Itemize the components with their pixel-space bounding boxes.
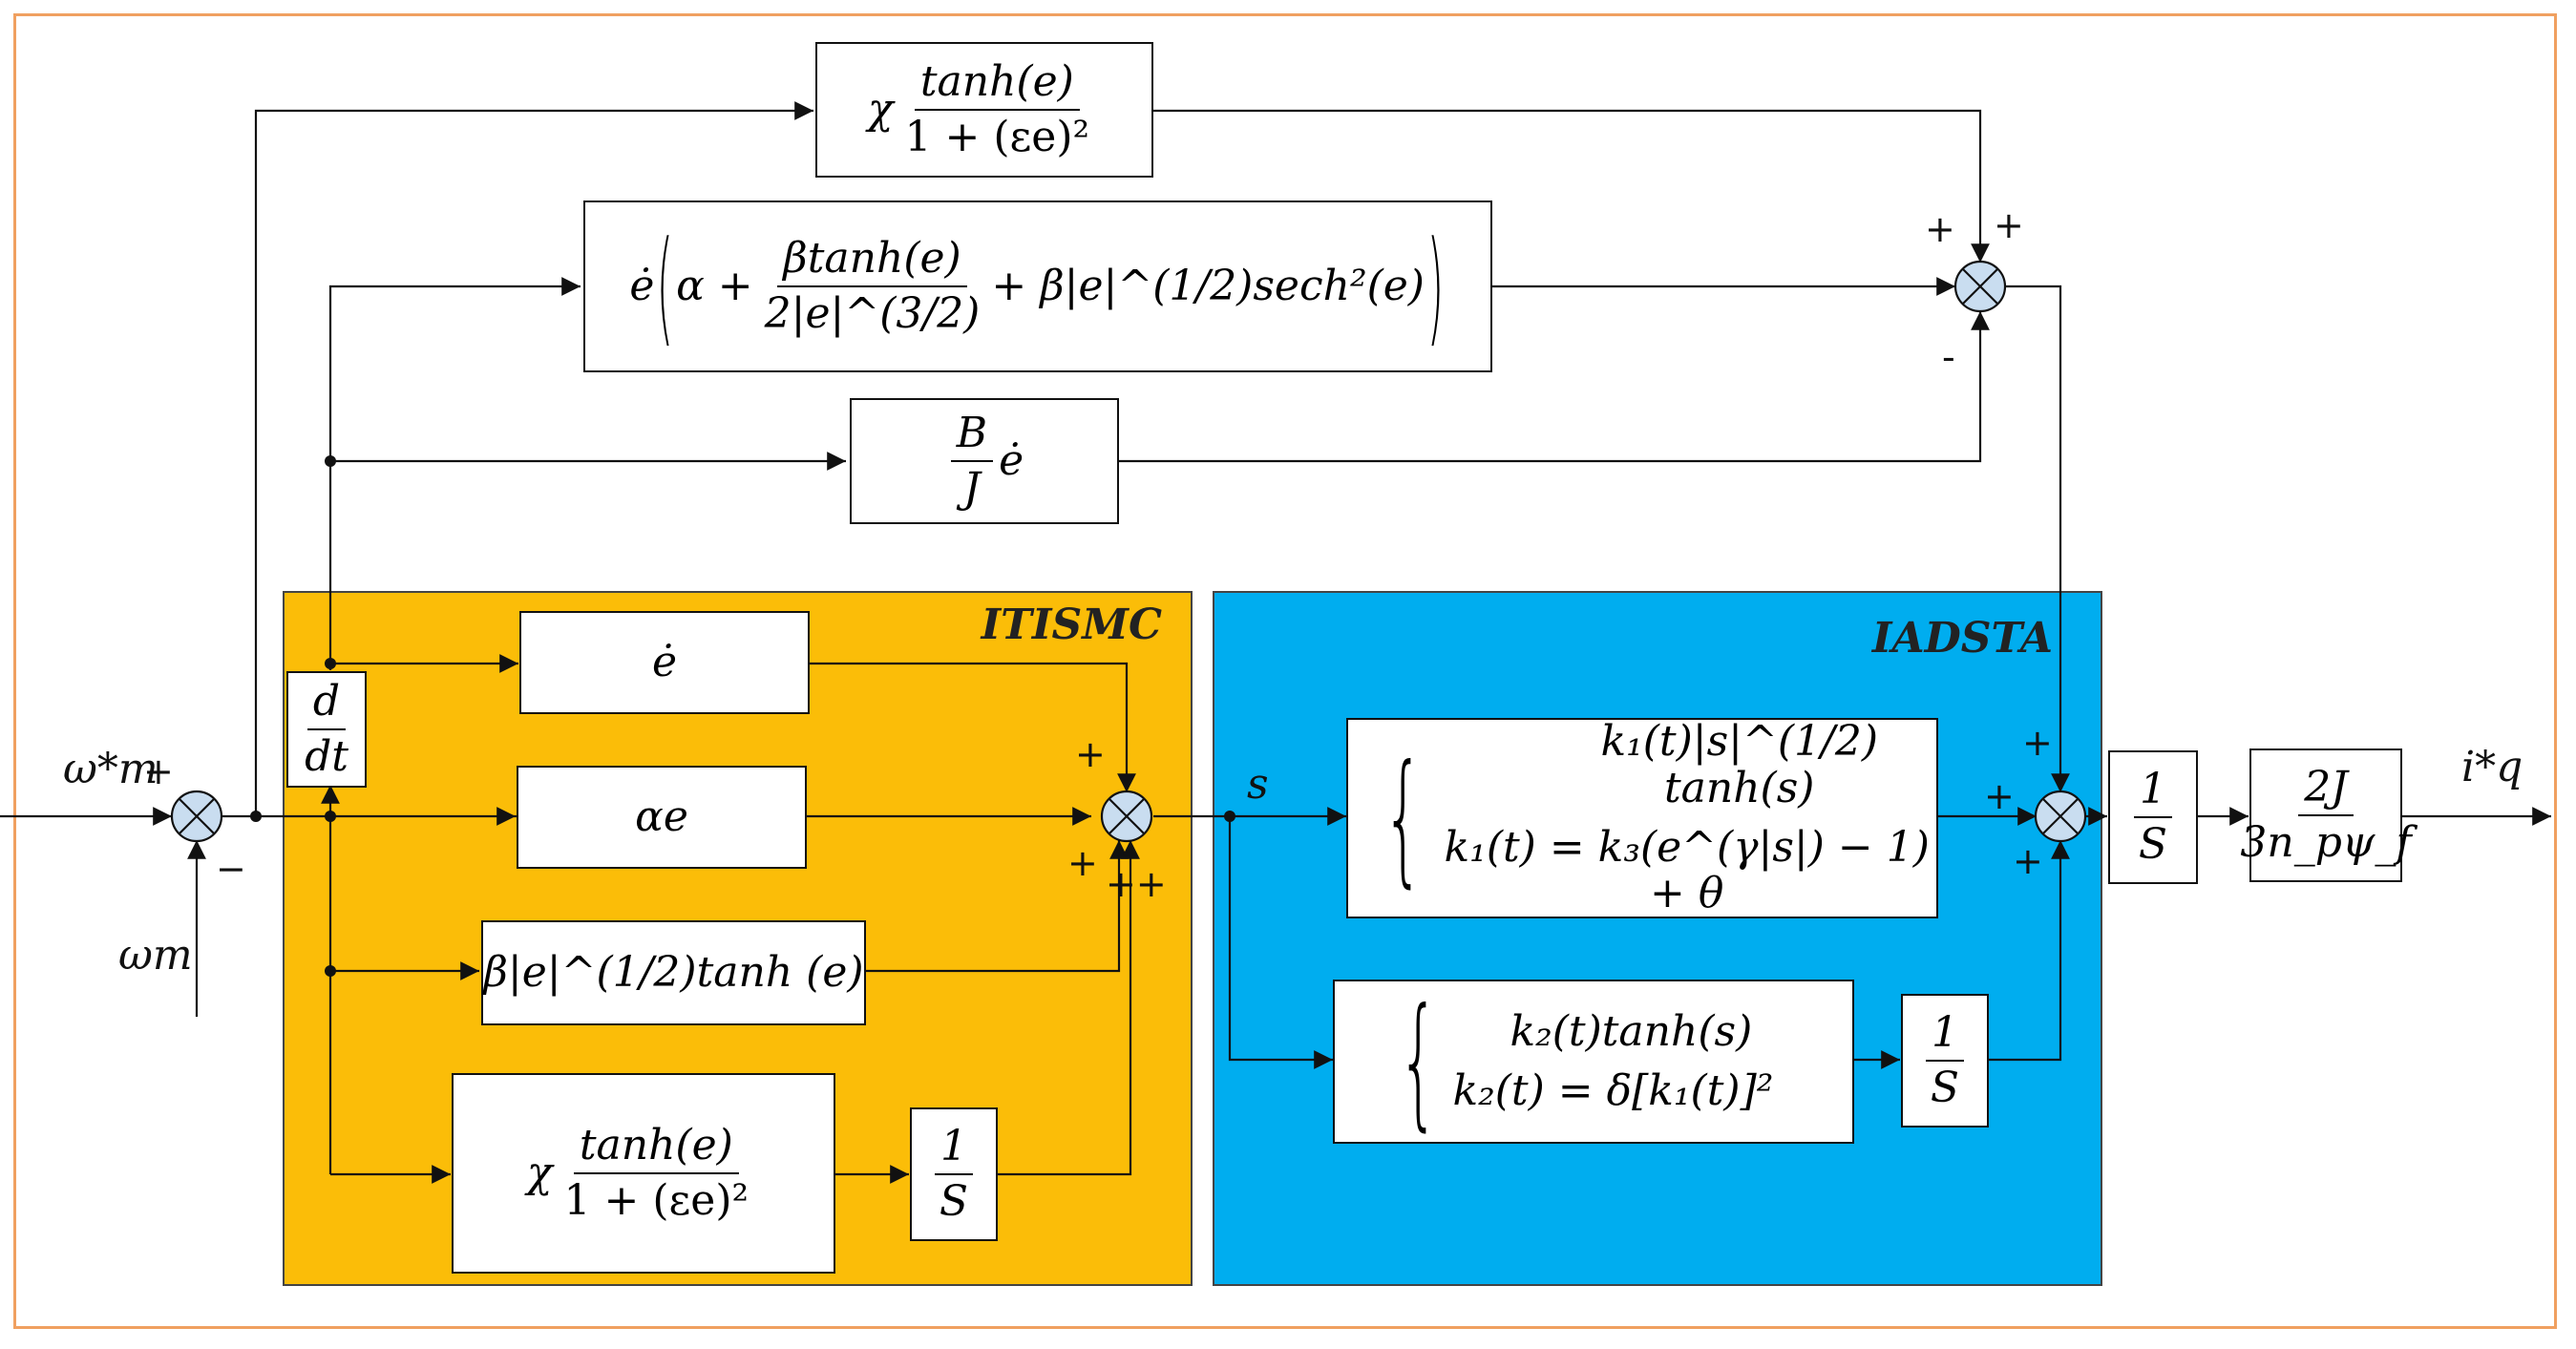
inner-chi-coef: χ	[526, 1148, 553, 1197]
sum-junction-4	[2034, 790, 2087, 843]
iadsta-label: IADSTA	[1871, 614, 2053, 663]
k1-block: { k₁(t)|s|^(1/2) tanh(s) k₁(t) = k₃(e^(γ…	[1346, 718, 1938, 918]
ddt-num: d	[306, 678, 347, 730]
ddt-den: dt	[305, 732, 348, 781]
chi-denominator: 1 + (εe)²	[904, 113, 1090, 161]
bj-num: B	[950, 410, 994, 462]
gain-den: 3n_pψ_f	[2240, 818, 2412, 867]
sum3-minus: -	[1942, 336, 1955, 378]
alpha-e-block: αe	[517, 766, 807, 869]
output-current-label: i*q	[2461, 743, 2523, 791]
chi-coef: χ	[867, 84, 894, 134]
int1-num: 1	[935, 1123, 973, 1175]
sum2-bot-plus: +	[1067, 842, 1098, 884]
inner-chi-den: 1 + (εe)²	[563, 1176, 750, 1225]
k1-line2: k₁(t) = k₃(e^(γ|s|) − 1) + θ	[1444, 823, 1930, 918]
sum4-bot-plus: +	[2013, 840, 2043, 882]
chi-numerator: tanh(e)	[914, 58, 1080, 111]
bj-den: J	[963, 464, 981, 513]
sum1-minus: −	[216, 848, 246, 890]
sum-junction-3	[1953, 260, 2007, 313]
int1-den: S	[939, 1177, 969, 1226]
edot-block: ė	[519, 611, 810, 714]
sum-junction-1	[170, 790, 223, 843]
sum4-top-plus: +	[2022, 722, 2053, 764]
itismc-label: ITISMC	[981, 601, 1162, 649]
beta-tanh-block: β|e|^(1/2)tanh (e)	[481, 920, 866, 1025]
k1-line1: k₁(t)|s|^(1/2) tanh(s)	[1600, 717, 1878, 812]
int2-num: 1	[1926, 1009, 1964, 1062]
iadsta-region: IADSTA	[1213, 591, 2102, 1286]
beta-tanh-num: βtanh(e)	[777, 235, 967, 287]
sech-tail: + β|e|^(1/2)sech²(e)	[991, 261, 1425, 310]
top-chi-block: χ tanh(e)1 + (εe)²	[815, 42, 1153, 178]
beta-tanh-den: 2|e|^(3/2)	[764, 289, 981, 338]
sum1-plus: +	[143, 750, 174, 792]
bj-tail: ė	[999, 435, 1024, 485]
sum3-plus-right: +	[1994, 204, 2024, 246]
int3-den: S	[2138, 820, 2168, 869]
sum4-left-plus: +	[1984, 775, 2015, 817]
k2-line2: k₂(t) = δ[k₁(t)]²	[1452, 1066, 1774, 1115]
k2-block: { k₂(t)tanh(s) k₂(t) = δ[k₁(t)]²	[1333, 980, 1854, 1144]
sum-junctions	[170, 260, 2087, 843]
int2-den: S	[1930, 1064, 1960, 1112]
sum-junction-2	[1100, 790, 1153, 843]
edot-alpha-block: ė ( α + βtanh(e)2|e|^(3/2) + β|e|^(1/2)s…	[583, 200, 1492, 372]
sum2-top-plus: +	[1075, 733, 1106, 775]
sum2-bot-plus2: ++	[1106, 863, 1167, 905]
ref-speed-label: ω*m	[63, 745, 158, 793]
gain-num: 2J	[2298, 764, 2354, 816]
outer-frame	[13, 13, 2557, 1329]
meas-speed-label: ωm	[118, 931, 193, 980]
inner-chi-block: χ tanh(e)1 + (εe)²	[452, 1073, 835, 1274]
s-label: s	[1247, 760, 1269, 809]
edot-pre: ė	[629, 261, 655, 310]
k2-line1: k₂(t)tanh(s)	[1510, 1006, 1753, 1056]
sum3-plus-left: +	[1925, 208, 1955, 250]
inner-chi-num: tanh(e)	[573, 1122, 739, 1174]
int3-num: 1	[2134, 766, 2172, 818]
alpha-plus: α +	[676, 261, 753, 310]
